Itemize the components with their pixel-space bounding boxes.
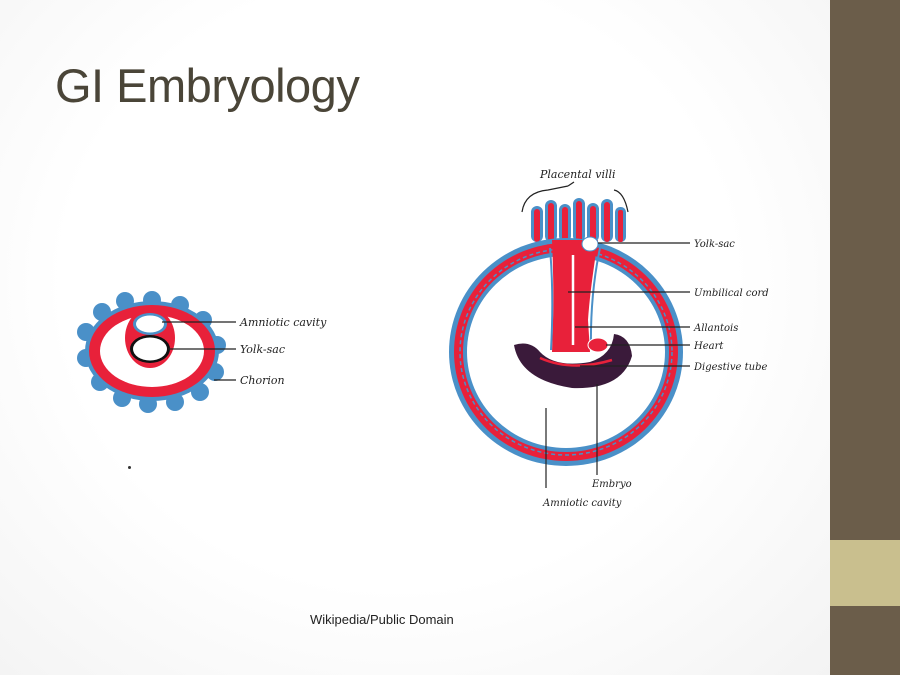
slide-title: GI Embryology [55,59,360,112]
digestive-tube-lumen [539,356,613,367]
cord-blue-edge-right [589,247,601,351]
yolk-sac-bulb [581,236,599,252]
later-label-lines [521,181,690,488]
label-yolk-sac-early: Yolk-sac [240,343,285,356]
placental-villi [531,198,626,242]
sidebar-accent-block [830,540,900,606]
label-allantois: Allantois [693,323,738,334]
label-amniotic-cavity: Amniotic cavity [542,498,622,509]
label-amniotic-cavity-early: Amniotic cavity [239,316,327,329]
heart-bulge [587,337,609,353]
label-placental-villi: Placental villi [539,168,616,181]
label-heart: Heart [693,341,724,352]
umbilical-cord [552,240,598,352]
label-chorion: Chorion [240,374,285,387]
label-embryo: Embryo [591,479,632,490]
germ-disc [125,308,175,368]
image-credit: Wikipedia/Public Domain [310,612,454,627]
later-embryo-diagram: Placental villi Yolk-sac Umbilical cord … [449,168,769,509]
embryo-body [514,334,632,389]
embryology-figure: Amniotic cavity Yolk-sac Chorion [77,168,769,509]
cord-blue-edge-left [549,247,554,351]
label-digestive-tube: Digestive tube [693,362,767,373]
early-label-lines [162,321,236,381]
early-embryo-diagram: Amniotic cavity Yolk-sac Chorion [77,291,327,413]
label-umbilical-cord: Umbilical cord [694,288,769,299]
label-yolk-sac: Yolk-sac [694,239,735,250]
stray-dot [128,466,131,469]
